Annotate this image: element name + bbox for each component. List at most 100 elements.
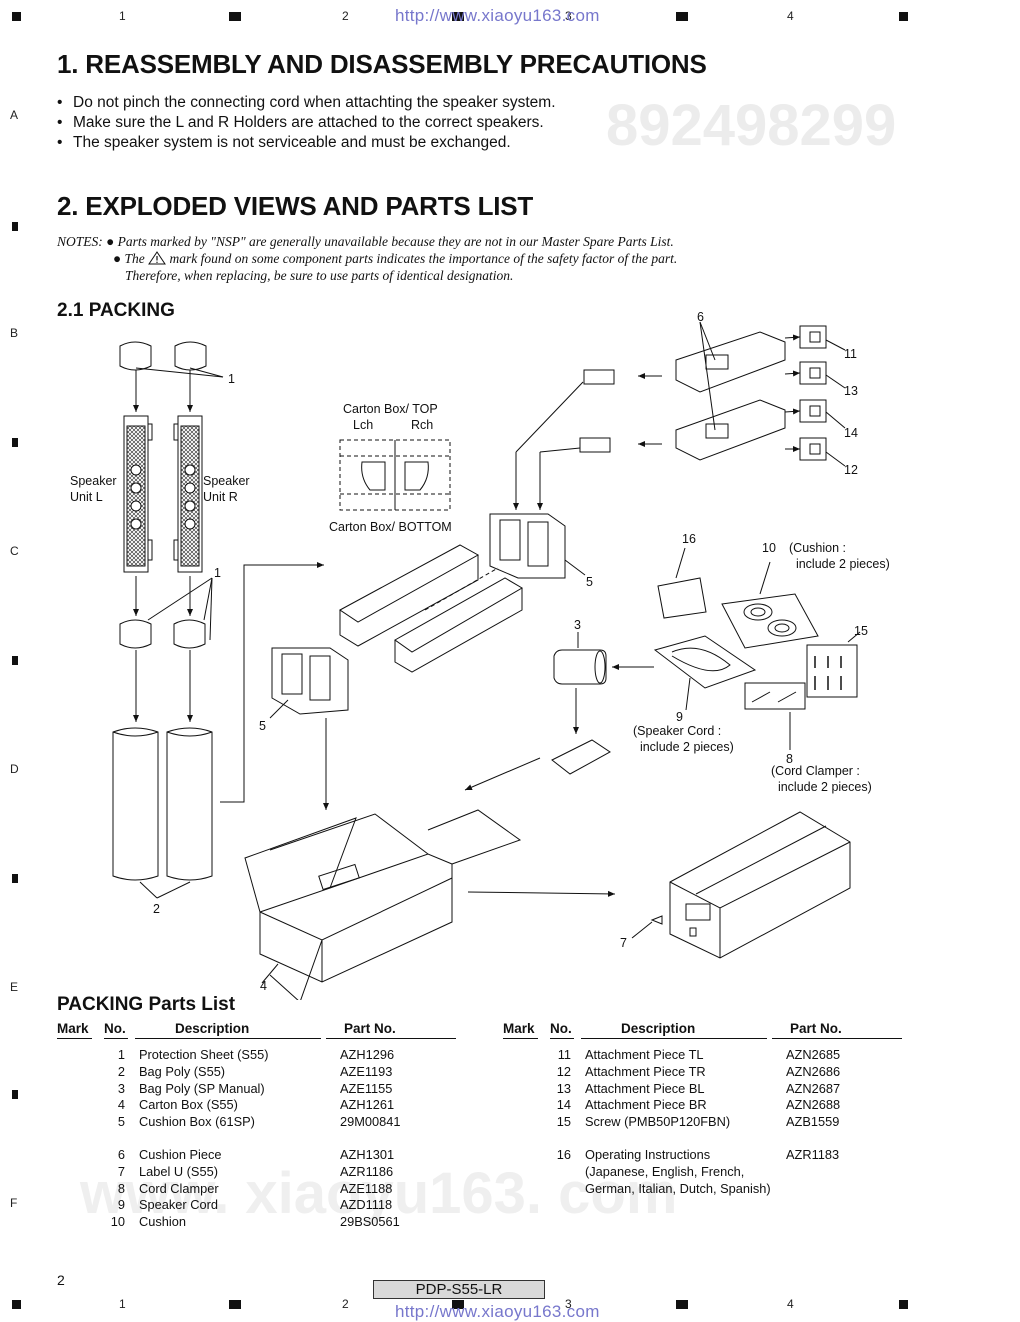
grid-marker [12, 656, 18, 665]
callout-number: 11 [844, 347, 857, 361]
label-rch: Rch [411, 418, 434, 432]
table-row-continuation: German, Italian, Dutch, Spanish) [585, 1180, 771, 1196]
grid-marker [12, 12, 21, 21]
speaker-unit-r [177, 415, 203, 573]
cord-clamper-bag [744, 682, 806, 710]
callout-number: 5 [586, 575, 593, 589]
callout-number: 1 [214, 566, 221, 580]
packing-exploded-diagram [112, 321, 861, 1000]
callout-number: 13 [844, 384, 858, 398]
col-header-no: No. [104, 1021, 126, 1036]
divider [503, 1038, 538, 1039]
col-header-description: Description [621, 1021, 696, 1036]
attachment-piece [799, 361, 827, 385]
grid-number: 1 [119, 1297, 126, 1311]
grid-marker [12, 1090, 18, 1099]
callout-number: 2 [153, 902, 160, 916]
table-row-continuation: (Japanese, English, French, [585, 1163, 745, 1179]
notes-block: NOTES: ● Parts marked by "NSP" are gener… [57, 233, 857, 284]
callout-number: 16 [682, 532, 696, 546]
grid-number: 2 [342, 9, 349, 23]
label-cushion-note: (Cushion : include 2 pieces) [789, 541, 890, 571]
divider [550, 1038, 574, 1039]
callout-number: 6 [697, 310, 704, 324]
divider [581, 1038, 767, 1039]
callout-number: 14 [844, 426, 858, 440]
packing-title: 2.1 PACKING [57, 300, 175, 321]
grid-marker [676, 1300, 688, 1309]
grid-marker [229, 1300, 241, 1309]
callout-number: 7 [620, 936, 627, 950]
label-speaker-unit-r: Speaker Unit R [203, 474, 250, 504]
section-title-precautions: 1. REASSEMBLY AND DISASSEMBLY PRECAUTION… [57, 49, 707, 79]
note-text: Therefore, when replacing, be sure to us… [125, 268, 514, 283]
notes-label: NOTES: [57, 234, 103, 249]
label-lch: Lch [353, 418, 374, 432]
cushion-box [271, 647, 349, 715]
watermark-url[interactable]: http://www.xiaoyu163.com [395, 6, 600, 25]
callout-number: 10 [762, 541, 776, 555]
note-text: mark found on some component parts indic… [169, 251, 678, 266]
page-number: 2 [57, 1272, 65, 1288]
divider [57, 1038, 92, 1039]
attachment-piece [799, 325, 827, 349]
attachment-piece [799, 437, 827, 461]
callout-number: 8 [786, 752, 793, 766]
callout-number: 3 [574, 618, 581, 632]
grid-marker [12, 438, 18, 447]
attachment-bag [579, 437, 611, 453]
grid-letter: A [10, 108, 19, 122]
label-cord-note: (Speaker Cord : include 2 pieces) [633, 724, 734, 754]
watermark-number: 892498299 [606, 93, 897, 158]
col-header-description: Description [175, 1021, 250, 1036]
attachment-piece [799, 399, 827, 423]
grid-number: 4 [787, 1297, 794, 1311]
speaker-unit-l [123, 415, 149, 573]
divider [326, 1038, 456, 1039]
grid-marker [676, 12, 688, 21]
note-text: Parts marked by "NSP" are generally unav… [117, 234, 674, 249]
protection-sheet [119, 341, 152, 371]
col-header-no: No. [550, 1021, 572, 1036]
list-item: •The speaker system is not serviceable a… [57, 134, 511, 151]
callout-number: 1 [228, 372, 235, 386]
callout-number: 15 [854, 624, 868, 638]
speaker-cord-bag [653, 635, 757, 689]
col-header-mark: Mark [57, 1021, 89, 1036]
attachment-bag [583, 369, 615, 385]
section-title-exploded-views: 2. EXPLODED VIEWS AND PARTS LIST [57, 191, 534, 221]
grid-number: 1 [119, 9, 126, 23]
cushion-piece [675, 331, 786, 393]
callout-number: 9 [676, 710, 683, 724]
grid-marker [899, 1300, 908, 1309]
grid-marker [12, 874, 18, 883]
label-speaker-unit-l: Speaker Unit L [70, 474, 117, 504]
grid-marker [452, 1300, 464, 1309]
list-item: •Do not pinch the connecting cord when a… [57, 94, 556, 111]
callout-number: 4 [260, 979, 267, 993]
watermark-url[interactable]: http://www.xiaoyu163.com [395, 1302, 600, 1321]
carton-box-closed [669, 811, 851, 959]
watermark-url-large: www. xiaoyu163. com [80, 1161, 678, 1226]
grid-letter: B [10, 326, 19, 340]
grid-number: 2 [342, 1297, 349, 1311]
label-carton-bottom: Carton Box/ BOTTOM [329, 520, 452, 534]
protection-sheet [174, 341, 207, 371]
grid-marker [899, 12, 908, 21]
col-header-part-no: Part No. [344, 1021, 396, 1036]
precautions-list: •Do not pinch the connecting cord when a… [57, 93, 556, 153]
bag-poly [112, 727, 159, 881]
divider [135, 1038, 321, 1039]
